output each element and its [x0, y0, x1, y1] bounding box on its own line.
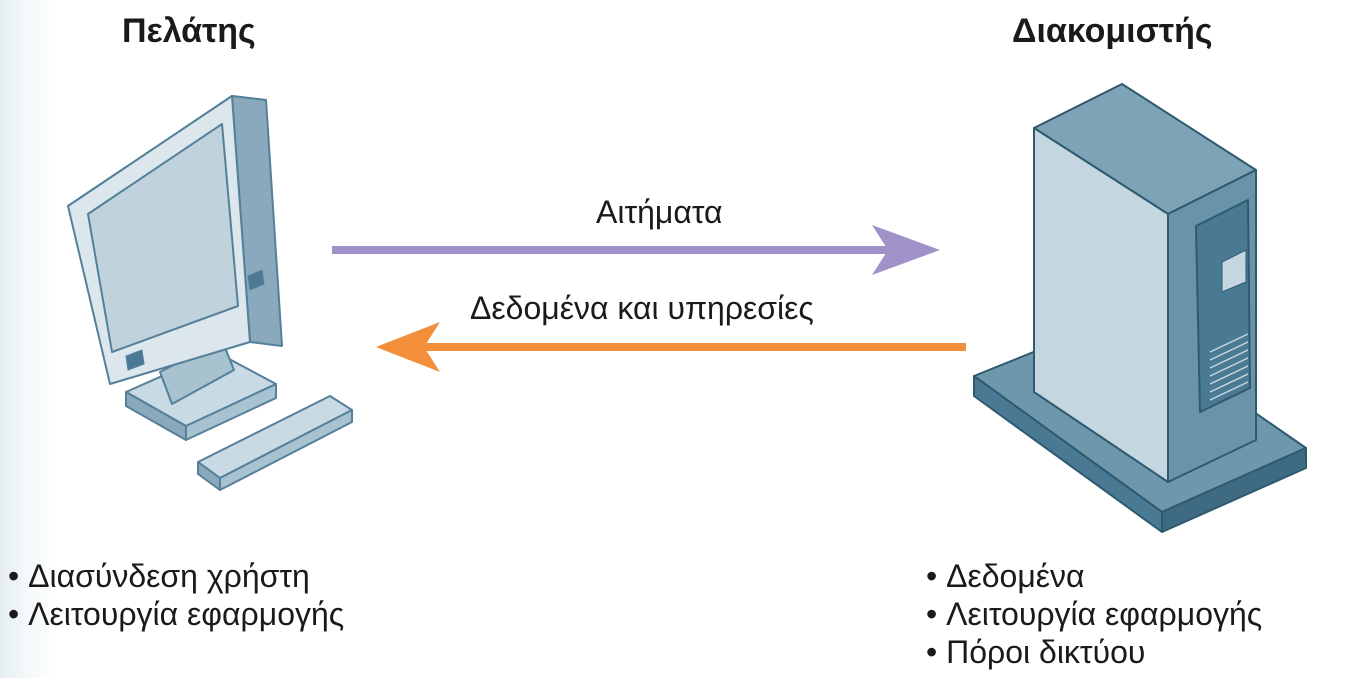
client-feature-item: Λειτουργία εφαρμογής	[8, 595, 344, 633]
responses-label: Δεδομένα και υπηρεσίες	[470, 290, 814, 326]
server-feature-item: Πόροι δικτύου	[926, 633, 1262, 671]
server-title: Διακομιστής	[1012, 12, 1213, 50]
requests-label: Αιτήματα	[596, 194, 723, 230]
server-features-list: Δεδομένα Λειτουργία εφαρμογής Πόροι δικτ…	[926, 557, 1262, 671]
server-feature-item: Δεδομένα	[926, 557, 1262, 595]
client-features-list: Διασύνδεση χρήστη Λειτουργία εφαρμογής	[8, 557, 344, 633]
requests-arrow	[332, 225, 940, 275]
client-feature-item: Διασύνδεση χρήστη	[8, 557, 344, 595]
desktop-computer-icon	[67, 95, 353, 491]
tower-server-icon	[973, 83, 1307, 533]
responses-arrow	[376, 322, 966, 372]
client-title: Πελάτης	[122, 12, 256, 50]
server-feature-item: Λειτουργία εφαρμογής	[926, 595, 1262, 633]
